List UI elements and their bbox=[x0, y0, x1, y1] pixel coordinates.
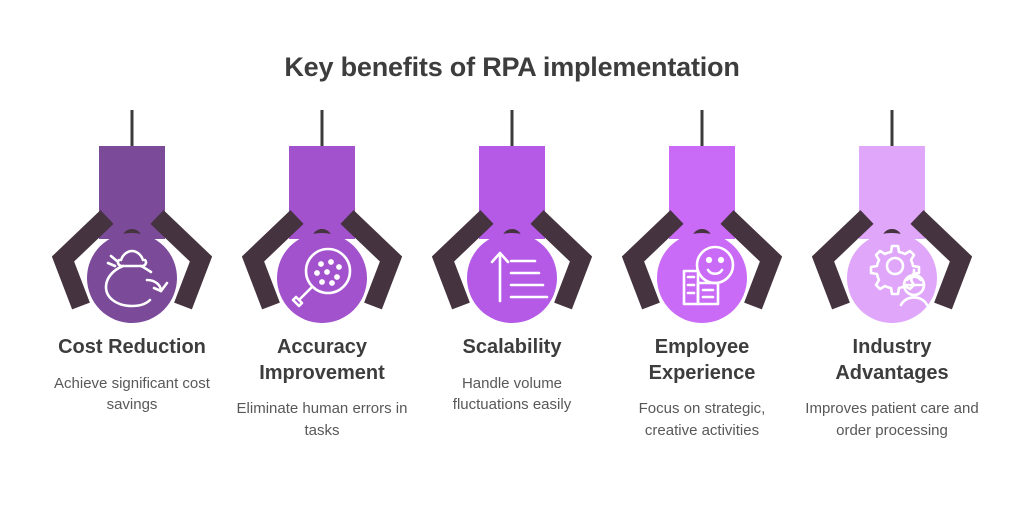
robot-arm-graphic-5 bbox=[797, 108, 987, 323]
benefit-description: Achieve significant cost savings bbox=[54, 374, 210, 414]
magnifier-dots-icon bbox=[291, 247, 352, 308]
smiley-buildings-icon bbox=[682, 245, 735, 306]
benefit-title: Employee Experience bbox=[648, 336, 756, 384]
gripper-arm-left-icon bbox=[431, 210, 494, 310]
benefits-row: Cost Reduction Achieve significant cost … bbox=[0, 108, 1024, 442]
gripper-arm-right-icon bbox=[910, 210, 973, 310]
benefit-column-accuracy-improvement: Accuracy Improvement Eliminate human err… bbox=[227, 108, 417, 442]
robot-arm-svg-1 bbox=[51, 110, 213, 323]
robot-arm-svg-4 bbox=[621, 110, 783, 323]
gripper-arm-right-icon bbox=[530, 210, 593, 310]
benefit-description: Eliminate human errors in tasks bbox=[236, 400, 408, 439]
page-title: Key benefits of RPA implementation bbox=[284, 52, 740, 82]
benefit-column-cost-reduction: Cost Reduction Achieve significant cost … bbox=[37, 108, 227, 416]
benefit-description: Improves patient care and order processi… bbox=[805, 400, 979, 439]
gripper-arm-left-icon bbox=[621, 210, 684, 310]
money-bag-arrow-icon bbox=[104, 249, 169, 308]
benefit-column-employee-experience: Employee Experience Focus on strategic, … bbox=[607, 108, 797, 442]
growth-arrow-bars-icon bbox=[490, 251, 549, 303]
benefit-description: Handle volume fluctuations easily bbox=[452, 374, 572, 414]
robot-arm-graphic-1 bbox=[37, 108, 227, 323]
robot-arm-graphic-4 bbox=[607, 108, 797, 323]
gripper-arm-right-icon bbox=[720, 210, 783, 310]
icon-circle bbox=[467, 233, 557, 323]
gear-worker-icon bbox=[869, 244, 929, 307]
robot-arm-graphic-3 bbox=[417, 108, 607, 323]
benefit-column-industry-advantages: Industry Advantages Improves patient car… bbox=[797, 108, 987, 442]
robot-arm-svg-5 bbox=[811, 110, 973, 323]
benefit-title: Industry Advantages bbox=[835, 336, 949, 384]
icon-circle bbox=[87, 233, 177, 323]
benefit-title: Cost Reduction bbox=[58, 336, 206, 358]
benefit-title: Scalability bbox=[462, 336, 562, 358]
robot-arm-svg-3 bbox=[431, 110, 593, 323]
benefit-title: Accuracy Improvement bbox=[259, 336, 385, 384]
robot-arm-svg-2 bbox=[241, 110, 403, 323]
benefit-column-scalability: Scalability Handle volume fluctuations e… bbox=[417, 108, 607, 416]
gripper-arm-right-icon bbox=[340, 210, 403, 310]
benefit-description: Focus on strategic, creative activities bbox=[638, 400, 766, 439]
gripper-arm-left-icon bbox=[811, 210, 874, 310]
gripper-arm-left-icon bbox=[51, 210, 114, 310]
gripper-arm-left-icon bbox=[241, 210, 304, 310]
gripper-arm-right-icon bbox=[150, 210, 213, 310]
robot-arm-graphic-2 bbox=[227, 108, 417, 323]
icon-circle bbox=[277, 233, 367, 323]
